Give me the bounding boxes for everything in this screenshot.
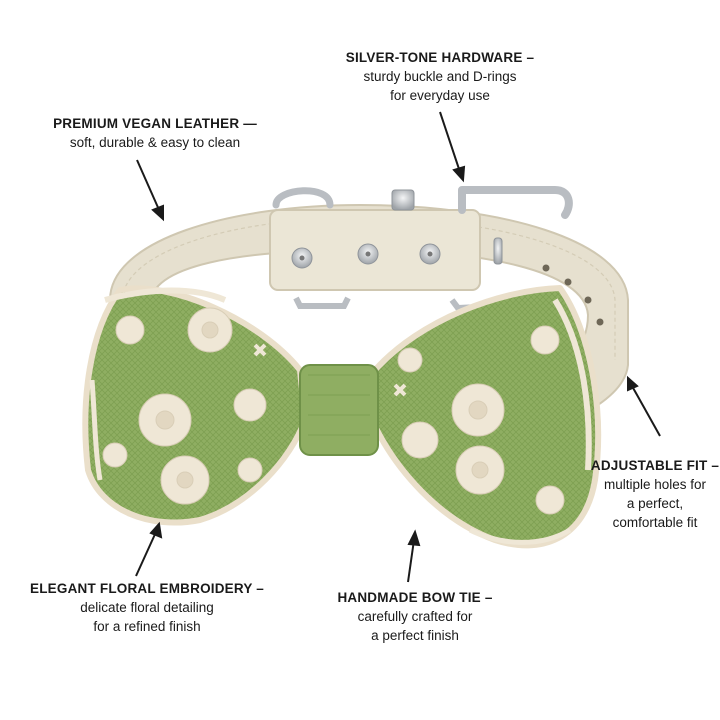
buckle-hardware bbox=[272, 186, 573, 312]
bow-center-knot bbox=[299, 364, 379, 456]
arrow-leather bbox=[136, 159, 164, 222]
arrow-hardware bbox=[439, 111, 466, 183]
callout-leather-title: PREMIUM VEGAN LEATHER — bbox=[53, 116, 257, 131]
callout-embroidery-title: ELEGANT FLORAL EMBROIDERY – bbox=[30, 581, 264, 596]
callout-leather-line-1: soft, durable & easy to clean bbox=[69, 135, 241, 150]
callout-embroidery: ELEGANT FLORAL EMBROIDERY – delicate flo… bbox=[22, 579, 272, 636]
adjust-hole bbox=[584, 296, 592, 304]
keeper-loop bbox=[391, 189, 415, 211]
adjust-hole bbox=[564, 278, 572, 286]
callout-fit-line-3: comfortable fit bbox=[612, 515, 698, 530]
callout-leather: PREMIUM VEGAN LEATHER — soft, durable & … bbox=[30, 114, 280, 152]
callout-hardware-line-2: for everyday use bbox=[390, 88, 490, 103]
callout-bowtie-title: HANDMADE BOW TIE – bbox=[337, 590, 493, 605]
callout-fit-line-2: a perfect, bbox=[626, 496, 684, 511]
callout-arrows bbox=[135, 111, 661, 583]
buckle-strap bbox=[269, 209, 481, 291]
callout-fit-line-1: multiple holes for bbox=[603, 477, 707, 492]
callout-fit: ADJUSTABLE FIT – multiple holes for a pe… bbox=[585, 456, 720, 532]
callout-hardware: SILVER-TONE HARDWARE – sturdy buckle and… bbox=[310, 48, 570, 105]
callout-hardware-title: SILVER-TONE HARDWARE – bbox=[345, 50, 535, 65]
arrow-bowtie bbox=[407, 529, 421, 583]
adjust-hole bbox=[542, 264, 550, 272]
callout-embroidery-line-2: for a refined finish bbox=[93, 619, 201, 634]
buckle-frame bbox=[458, 186, 573, 219]
d-ring-left bbox=[272, 187, 334, 209]
callout-hardware-line-1: sturdy buckle and D-rings bbox=[363, 69, 517, 84]
callout-fit-title: ADJUSTABLE FIT – bbox=[590, 458, 720, 473]
callout-bowtie-line-1: carefully crafted for bbox=[357, 609, 473, 624]
lace-embroidery-right bbox=[393, 298, 592, 545]
adjust-hole bbox=[596, 318, 604, 326]
arrow-fit bbox=[627, 375, 661, 437]
callout-bowtie-line-2: a perfect finish bbox=[371, 628, 459, 643]
callout-bowtie: HANDMADE BOW TIE – carefully crafted for… bbox=[310, 588, 520, 645]
bow-tie bbox=[82, 285, 602, 549]
callout-embroidery-line-1: delicate floral detailing bbox=[80, 600, 214, 615]
lace-embroidery-left bbox=[89, 287, 267, 505]
arrow-embroidery bbox=[135, 521, 163, 577]
